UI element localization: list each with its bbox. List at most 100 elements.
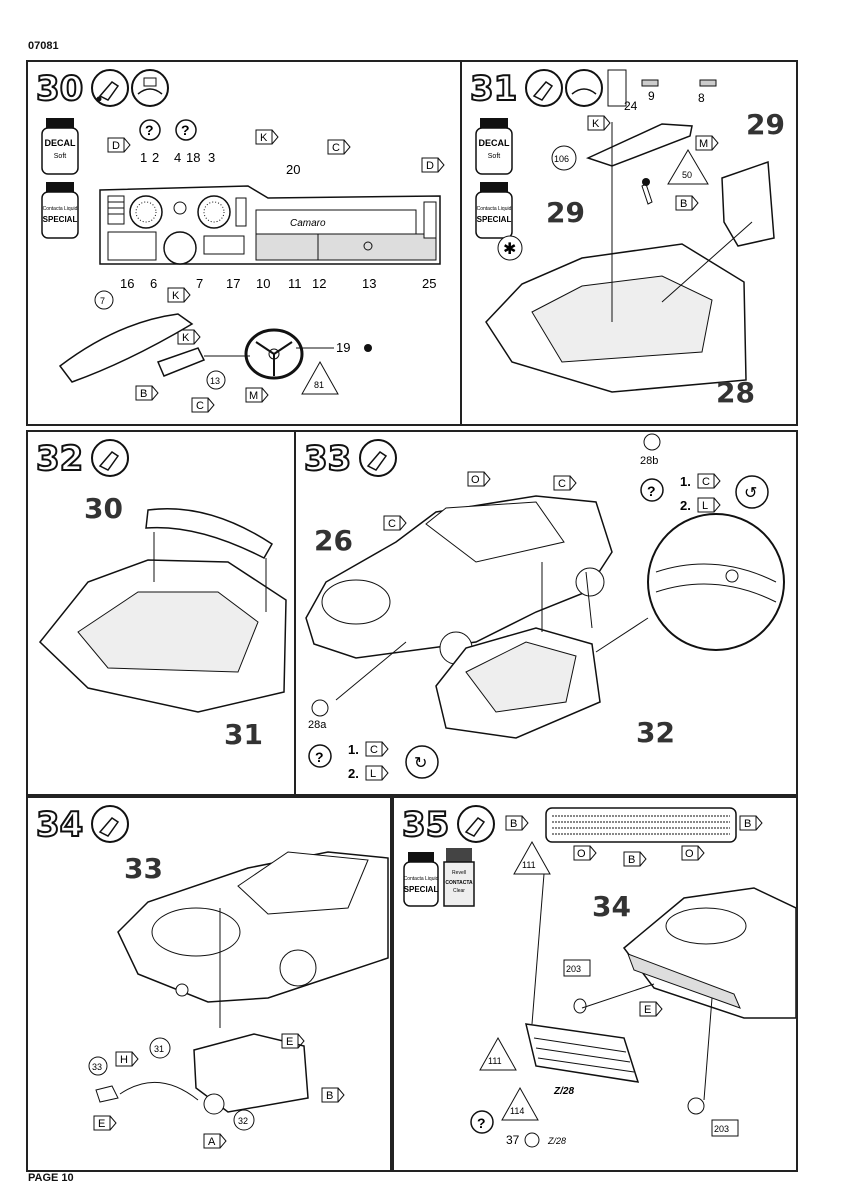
part-tag: L — [697, 497, 721, 513]
grille-illustration — [525, 1023, 640, 1083]
part-tag: M — [245, 387, 269, 403]
step-30-panel: 30 DECAL Soft Contacta Liquid SPECIAL D … — [26, 60, 462, 426]
svg-text:A: A — [208, 1136, 216, 1148]
part-tag: H — [115, 1051, 139, 1067]
svg-text:28b: 28b — [640, 455, 658, 467]
glue-tube-icon — [457, 805, 495, 843]
catalog-number: 07081 — [28, 40, 59, 52]
step-30-drawing: 30 DECAL Soft Contacta Liquid SPECIAL D … — [35, 68, 445, 413]
svg-text:C: C — [196, 400, 204, 412]
glue-tube-icon — [525, 69, 563, 107]
question-mark-icon: ? — [175, 119, 197, 141]
part-tag: B — [623, 851, 647, 867]
svg-text:2: 2 — [152, 150, 159, 165]
part-tag: C — [327, 139, 351, 155]
svg-text:10: 10 — [256, 276, 270, 291]
svg-text:11: 11 — [288, 276, 302, 291]
question-mark-icon: ? — [470, 1110, 494, 1134]
svg-text:13: 13 — [362, 276, 376, 291]
grille-decal-illustration — [545, 807, 737, 843]
part-tag: M — [695, 135, 719, 151]
svg-text:DECAL: DECAL — [45, 138, 77, 148]
svg-text:31: 31 — [224, 718, 263, 751]
car-front-illustration — [622, 887, 797, 1019]
dashboard-illustration: Camaro — [99, 185, 441, 265]
svg-text:M: M — [249, 390, 258, 402]
part-callout-106: 106 — [551, 145, 577, 171]
svg-text:C: C — [388, 518, 396, 530]
svg-text:203: 203 — [566, 964, 581, 974]
console-illustration — [585, 123, 693, 167]
part-tag: C — [365, 741, 389, 757]
svg-text:29: 29 — [746, 108, 785, 141]
svg-text:29: 29 — [546, 196, 585, 229]
decal-soft-bottle-icon: DECAL Soft — [475, 118, 513, 175]
svg-text:E: E — [644, 1004, 651, 1016]
step-34-drawing: 34 33 31 E B 33 H E 32 A — [35, 804, 389, 1149]
part-callout-33: 33 — [88, 1056, 108, 1076]
svg-text:E: E — [286, 1036, 293, 1048]
svg-text:111: 111 — [522, 860, 536, 870]
svg-text:Camaro: Camaro — [290, 218, 326, 229]
svg-text:111: 111 — [488, 1056, 502, 1066]
step-number: 33 — [304, 439, 351, 479]
part-tag: E — [281, 1033, 305, 1049]
svg-text:24: 24 — [624, 99, 638, 113]
svg-text:18: 18 — [186, 150, 200, 165]
decal-application-icon — [131, 69, 169, 107]
svg-text:B: B — [680, 198, 687, 210]
asterisk-icon: ✱ — [497, 235, 523, 261]
rotate-icon: ↺ — [735, 475, 769, 509]
question-mark-icon: ? — [308, 744, 332, 768]
question-mark-icon: ? — [139, 119, 161, 141]
shifter-illustration — [641, 183, 653, 205]
svg-text:C: C — [702, 476, 710, 488]
svg-text:O: O — [577, 848, 586, 860]
svg-text:✱: ✱ — [503, 241, 516, 258]
part-triangle-50: 50 — [667, 149, 709, 185]
svg-text:30: 30 — [84, 492, 123, 525]
svg-text:25: 25 — [422, 276, 436, 291]
lamp-lens-illustration — [687, 1097, 705, 1115]
svg-text:Z/28: Z/28 — [553, 1086, 574, 1097]
contacta-special-bottle-icon: Contacta Liquid SPECIAL — [403, 852, 439, 907]
svg-text:K: K — [182, 332, 190, 344]
part-tag: B — [675, 195, 699, 211]
svg-text:C: C — [370, 744, 378, 756]
svg-text:28: 28 — [716, 376, 755, 409]
contacta-clear-bottle-icon: Revell CONTACTA Clear — [443, 848, 475, 907]
svg-text:SPECIAL: SPECIAL — [43, 215, 78, 224]
svg-text:7: 7 — [196, 276, 203, 291]
part-callout-203: 203 — [563, 959, 591, 977]
svg-text:C: C — [332, 142, 340, 154]
part-tag: K — [255, 129, 279, 145]
svg-text:Contacta Liquid: Contacta Liquid — [477, 206, 512, 212]
svg-text:B: B — [628, 854, 635, 866]
svg-text:B: B — [140, 388, 147, 400]
svg-text:SPECIAL: SPECIAL — [404, 885, 439, 894]
glue-tube-icon — [91, 69, 129, 107]
svg-text:50: 50 — [682, 170, 692, 180]
svg-text:2.: 2. — [680, 498, 691, 513]
decal-sheet-icon — [607, 69, 627, 107]
svg-text:2.: 2. — [348, 766, 359, 781]
part-callout-31: 31 — [149, 1037, 171, 1059]
glue-tube-icon — [359, 439, 397, 477]
svg-text:31: 31 — [154, 1044, 164, 1054]
paint-swatch-icon — [524, 1132, 540, 1148]
part-callout-203: 203 — [711, 1119, 739, 1137]
question-mark-icon: ? — [640, 478, 664, 502]
svg-text:34: 34 — [592, 890, 631, 923]
svg-text:B: B — [326, 1090, 333, 1102]
svg-text:81: 81 — [314, 380, 324, 390]
part-tag: D — [107, 137, 131, 153]
part-tag: O — [467, 471, 491, 487]
part-tag: A — [203, 1133, 227, 1149]
part-callout-32: 32 — [233, 1109, 255, 1131]
contacta-special-bottle-icon: Contacta Liquid SPECIAL — [41, 182, 79, 239]
svg-text:D: D — [426, 160, 434, 172]
step-35-drawing: 35 Contacta Liquid SPECIAL Revell CONTAC… — [401, 804, 797, 1148]
svg-text:Clear: Clear — [453, 888, 465, 894]
svg-text:3: 3 — [208, 150, 215, 165]
svg-text:32: 32 — [238, 1116, 248, 1126]
